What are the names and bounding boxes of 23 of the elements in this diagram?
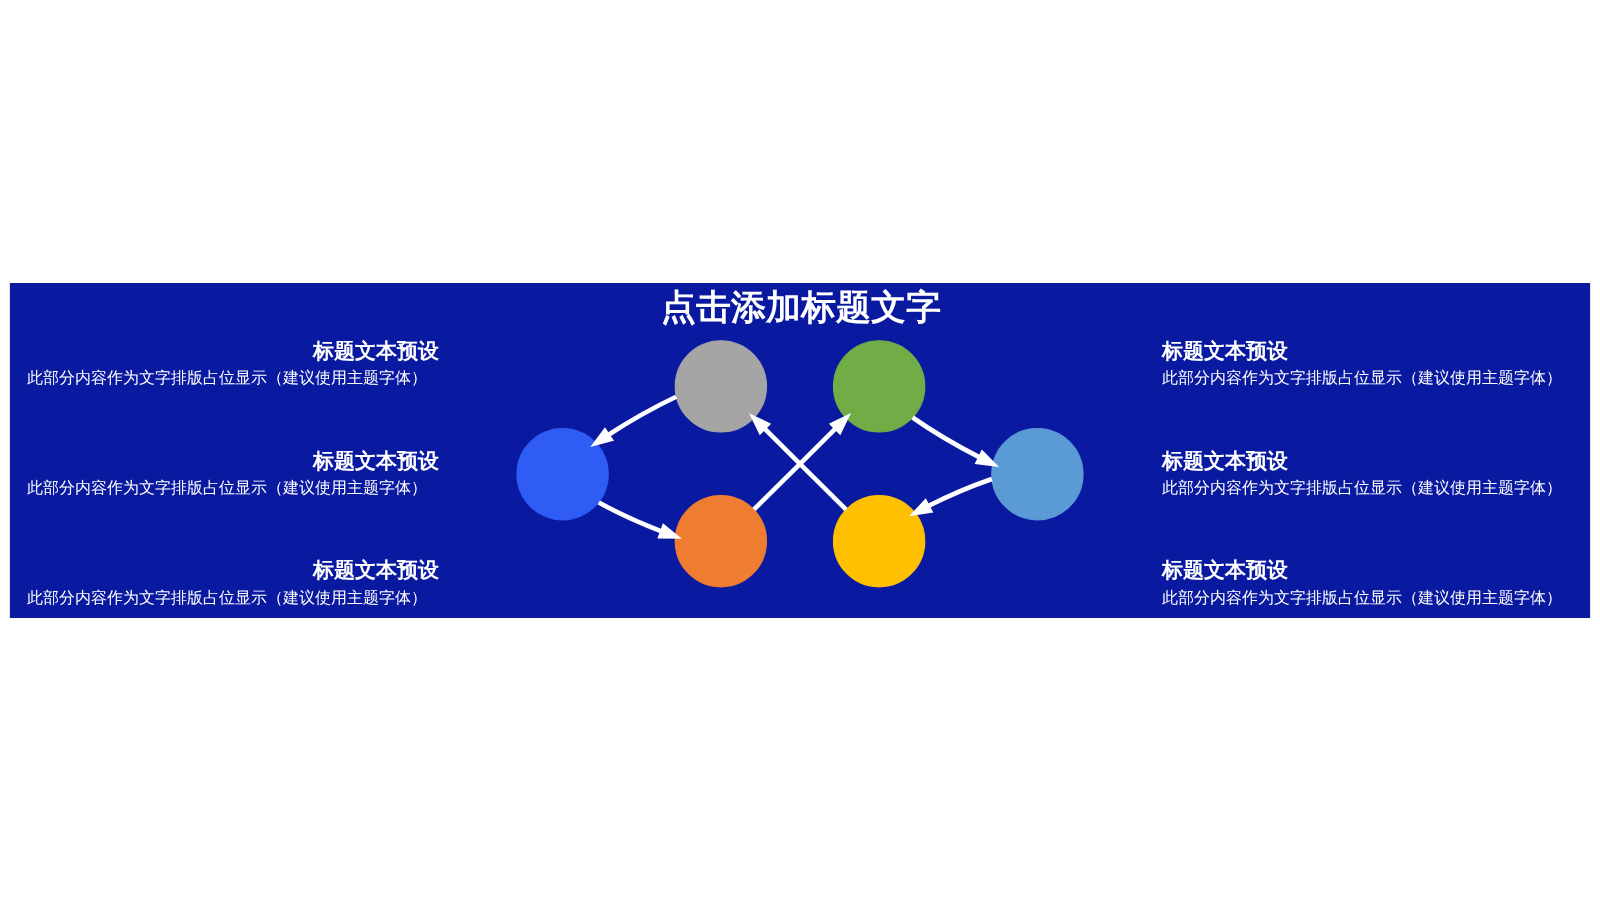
arrow — [590, 394, 678, 447]
node-circle — [674, 339, 768, 433]
node-label: 标题文本预设 — [313, 448, 440, 473]
node-label: 标题文本预设 — [313, 338, 440, 363]
arrow — [597, 499, 682, 539]
arrow — [911, 415, 999, 467]
node-label: 此部分内容作为文字排版占位显示（建议使用主题字体） — [1162, 587, 1563, 607]
arrow — [909, 476, 993, 516]
node-label: 标题文本预设 — [1162, 448, 1289, 473]
node-label: 此部分内容作为文字排版占位显示（建议使用主题字体） — [26, 477, 427, 497]
node-label: 此部分内容作为文字排版占位显示（建议使用主题字体） — [1162, 477, 1563, 497]
node-circle — [832, 494, 926, 587]
node-label: 此部分内容作为文字排版占位显示（建议使用主题字体） — [26, 367, 427, 387]
diagram-title: 点击添加标题文字 — [660, 286, 941, 327]
node-label: 此部分内容作为文字排版占位显示（建议使用主题字体） — [1162, 367, 1563, 387]
node-label: 标题文本预设 — [1162, 338, 1289, 363]
node-label: 此部分内容作为文字排版占位显示（建议使用主题字体） — [26, 587, 427, 607]
node-label: 标题文本预设 — [1162, 557, 1289, 582]
node-circle — [516, 427, 609, 520]
node-label: 标题文本预设 — [313, 557, 440, 582]
node-circle — [832, 339, 926, 433]
node-circle — [991, 427, 1084, 520]
node-circle — [674, 494, 768, 587]
